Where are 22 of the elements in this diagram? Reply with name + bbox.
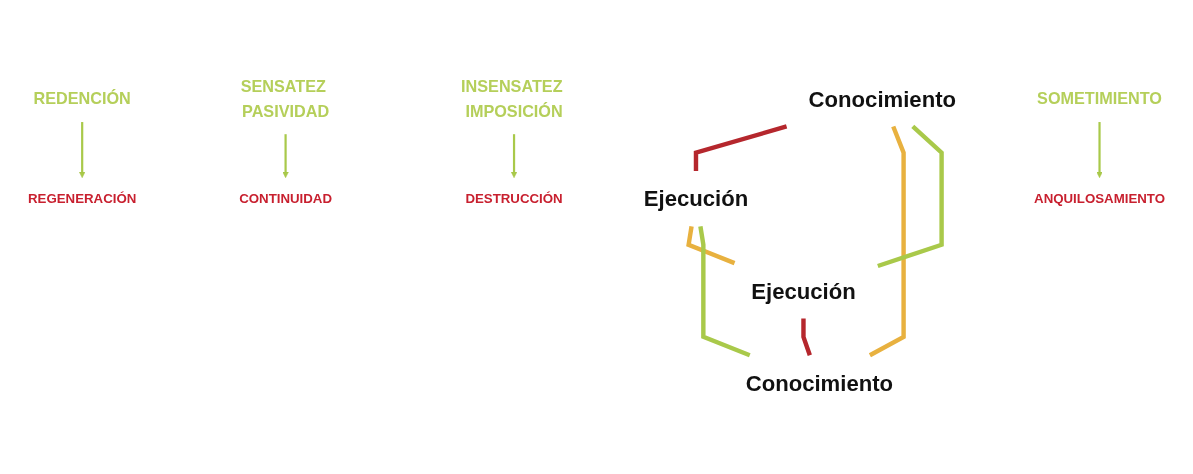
node-text: REDENCIÓN xyxy=(33,89,131,109)
node-text: Ejecución xyxy=(643,186,749,211)
arrow xyxy=(1096,122,1103,178)
node-text: SENSATEZ PASIVIDAD xyxy=(240,77,330,121)
node-text: Ejecución xyxy=(751,278,856,303)
arrow xyxy=(510,134,518,178)
arrow xyxy=(282,134,289,178)
node-text: Conocimiento xyxy=(745,370,894,396)
connector xyxy=(693,124,788,172)
connector xyxy=(868,125,906,358)
node-text: CONTINUIDAD xyxy=(239,190,333,206)
connector xyxy=(698,225,751,358)
arrow xyxy=(78,122,86,178)
node-text: REGENERACIÓN xyxy=(28,190,137,206)
node-text: SOMETIMIENTO xyxy=(1037,89,1162,109)
connector xyxy=(686,225,736,266)
connector xyxy=(877,124,944,269)
node-text: ANQUILOSAMIENTO xyxy=(1034,190,1165,206)
node-text: Conocimiento xyxy=(808,86,956,111)
node-text: DESTRUCCIÓN xyxy=(465,190,563,206)
connector xyxy=(801,318,812,356)
node-text: INSENSATEZ IMPOSICIÓN xyxy=(461,77,563,121)
